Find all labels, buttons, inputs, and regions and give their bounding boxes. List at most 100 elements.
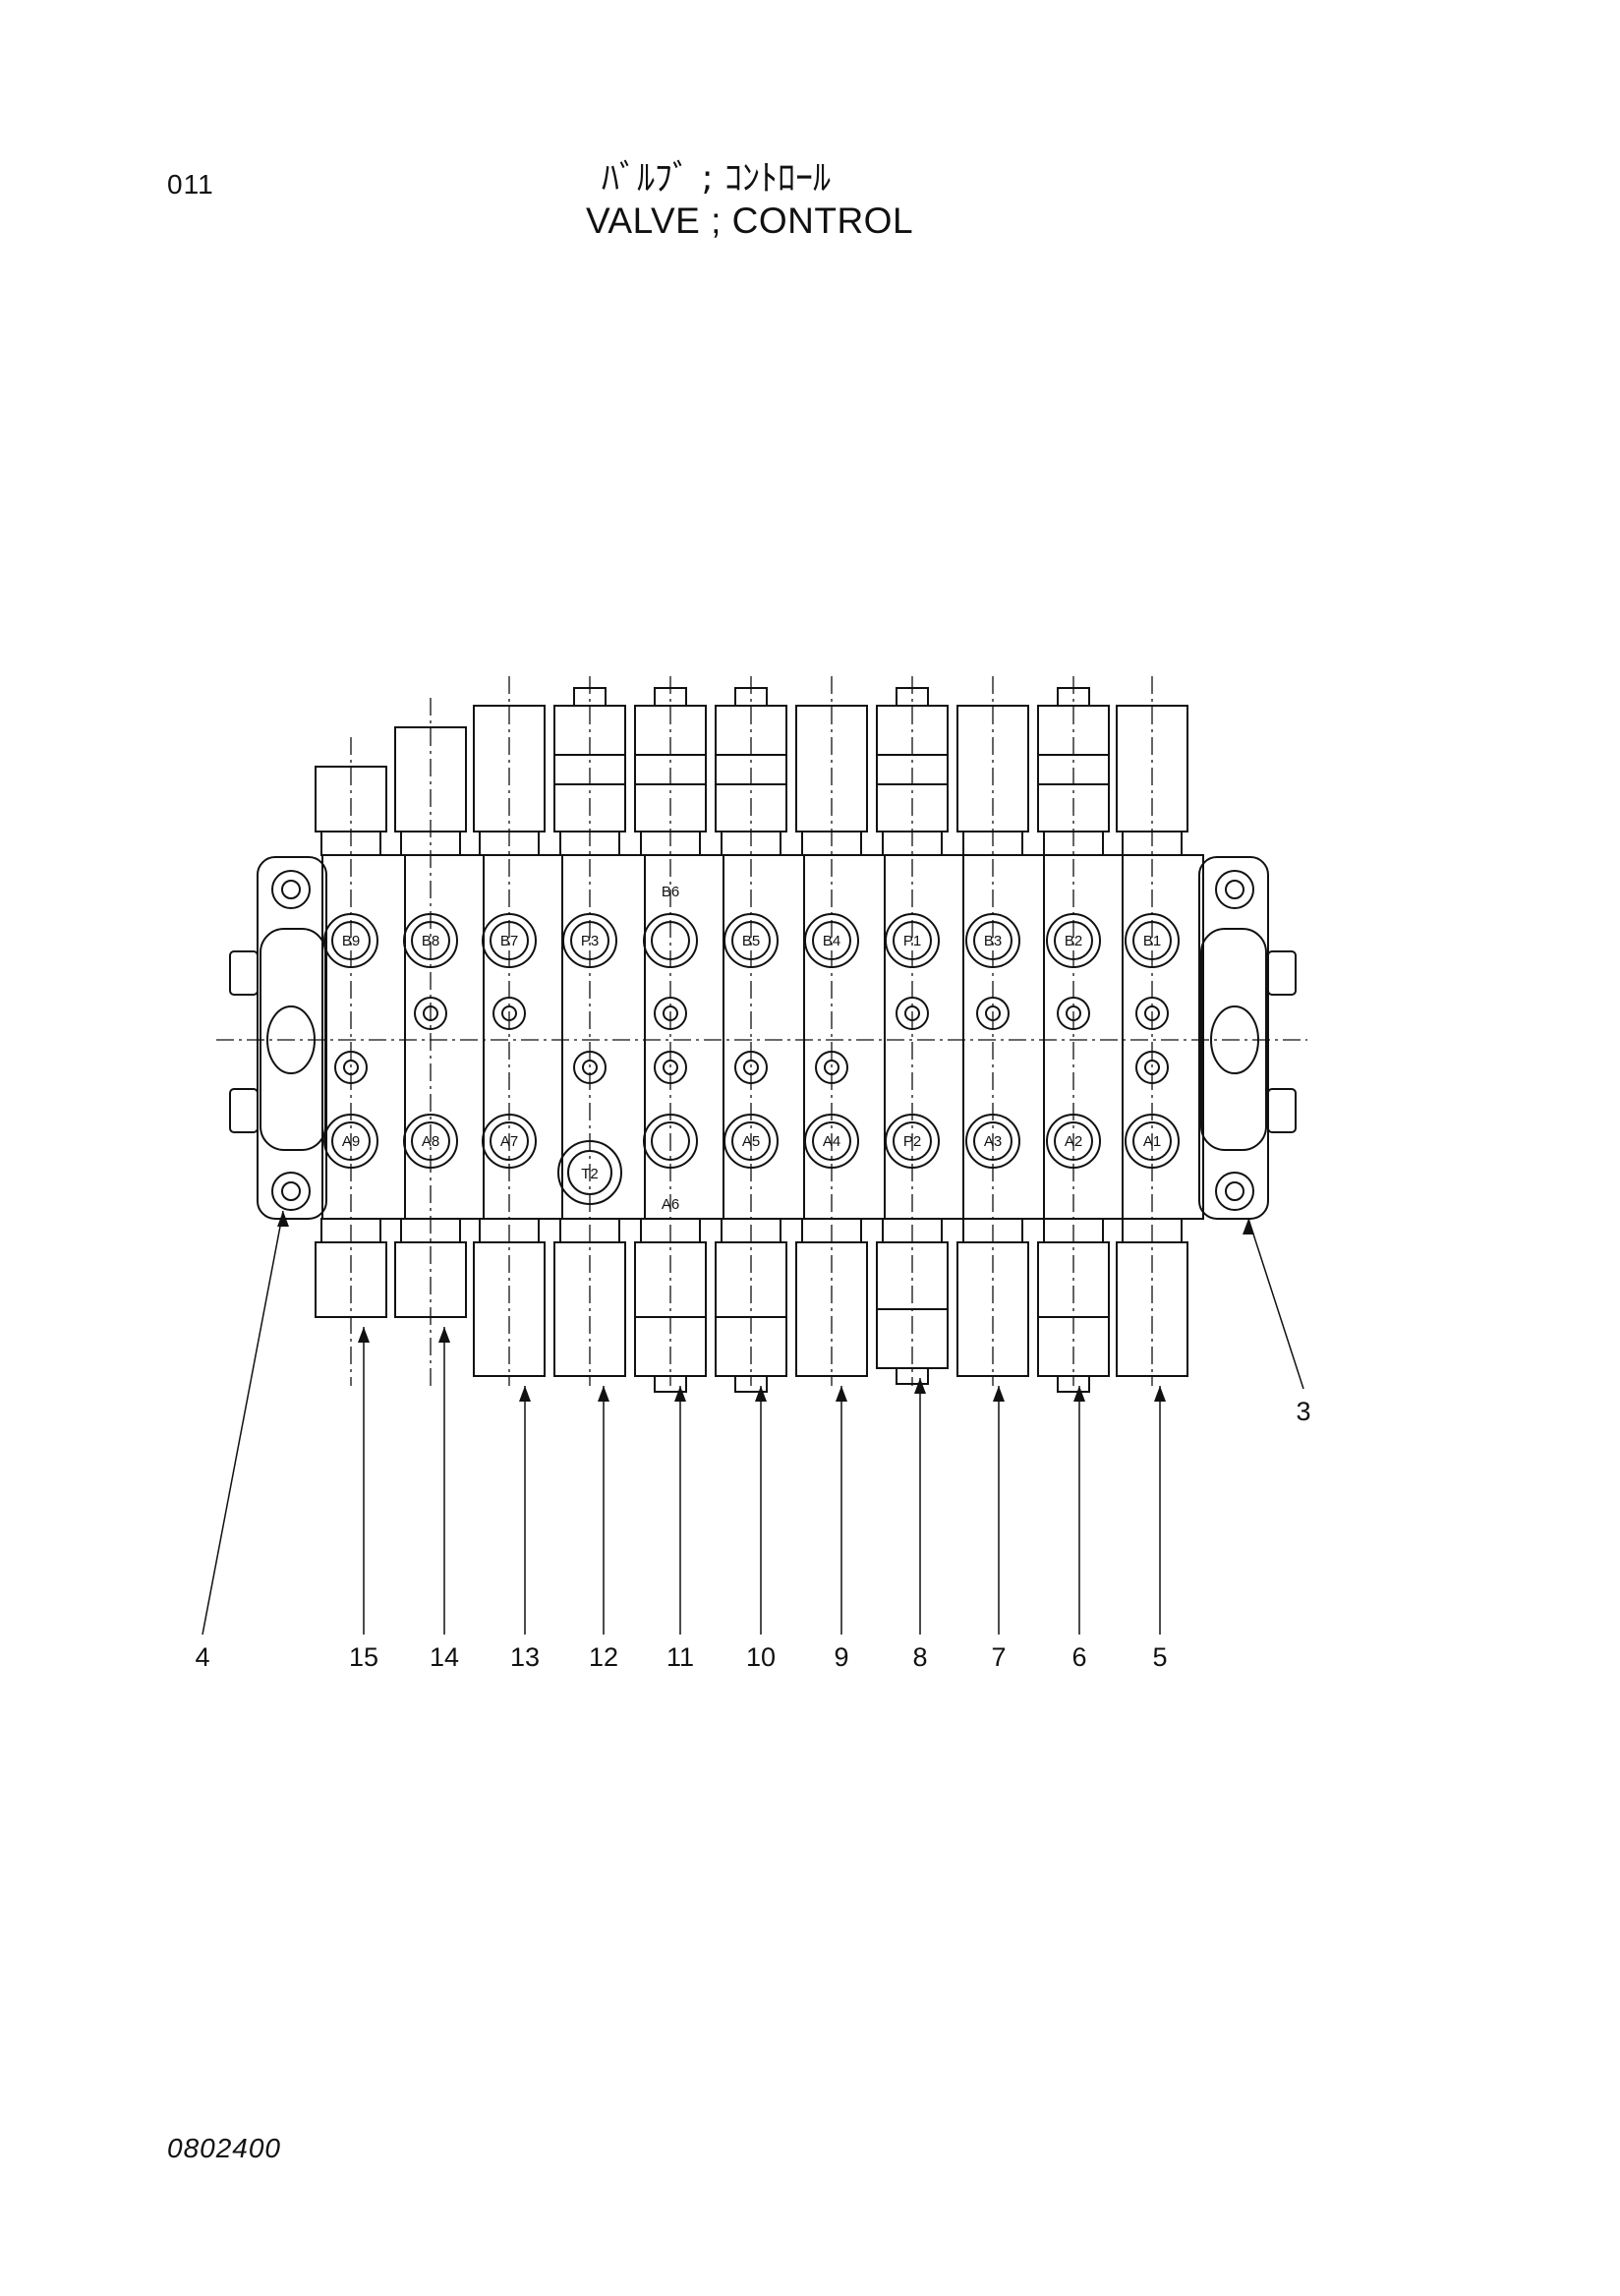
port-top-label: P1 xyxy=(903,933,921,949)
leader-line-3 xyxy=(1247,1218,1304,1390)
spool-cap-base xyxy=(320,1218,381,1243)
port-bottom-outer xyxy=(723,1114,779,1169)
internal-passage-hole xyxy=(654,1051,687,1084)
port-top-label: B2 xyxy=(1065,933,1082,949)
port-top-outer xyxy=(885,913,940,968)
port-t2-label: T2 xyxy=(581,1166,599,1182)
mounting-bolt-hole xyxy=(271,870,311,909)
leader-arrow-14 xyxy=(438,1327,450,1343)
leader-arrow-3 xyxy=(1243,1219,1254,1234)
port-top-label: B3 xyxy=(984,933,1002,949)
leader-line-4 xyxy=(202,1210,284,1636)
callout-number-15: 15 xyxy=(349,1642,378,1672)
port-top-outer xyxy=(804,913,859,968)
port-top-outer xyxy=(403,913,458,968)
port-bottom-label: A2 xyxy=(1065,1133,1082,1150)
mounting-bolt-hole xyxy=(271,1172,311,1211)
relief-valve-nut xyxy=(654,1375,687,1393)
port-bottom-inner xyxy=(731,1121,771,1161)
port-bottom-inner xyxy=(490,1121,529,1161)
mounting-bolt-hole xyxy=(281,880,301,899)
mounting-bolt-hole xyxy=(1225,1181,1244,1201)
port-top-inner xyxy=(651,921,690,960)
relief-valve-nut xyxy=(896,1367,929,1385)
port-top-outer xyxy=(1125,913,1180,968)
port-top-label: B9 xyxy=(342,933,360,949)
port-bottom-outer xyxy=(885,1114,940,1169)
port-bottom-outer xyxy=(804,1114,859,1169)
internal-passage-hole xyxy=(1144,1005,1160,1021)
internal-passage-hole xyxy=(573,1051,607,1084)
port-top-inner xyxy=(812,921,851,960)
callout-number-5: 5 xyxy=(1152,1642,1167,1672)
spool-cap-base xyxy=(559,1218,620,1243)
port-bottom-inner xyxy=(1054,1121,1093,1161)
internal-passage-hole xyxy=(1135,1051,1169,1084)
callout-number-8: 8 xyxy=(912,1642,927,1672)
spool-cap-base xyxy=(479,1218,540,1243)
callout-number-11: 11 xyxy=(666,1642,694,1672)
port-bottom-outer xyxy=(1046,1114,1101,1169)
internal-passage-hole xyxy=(896,997,929,1030)
mounting-bolt-hole xyxy=(1225,880,1244,899)
title-japanese: ﾊﾞﾙﾌﾞ ; ｺﾝﾄﾛｰﾙ xyxy=(602,158,832,199)
port-top-inner xyxy=(1054,921,1093,960)
port-top-label: P3 xyxy=(581,933,599,949)
port-bottom-label: A7 xyxy=(500,1133,518,1150)
mounting-bolt-hole xyxy=(281,1181,301,1201)
leader-arrow-13 xyxy=(519,1386,531,1402)
port-bottom-outer xyxy=(403,1114,458,1169)
port-top-inner xyxy=(331,921,371,960)
spool-cap-base xyxy=(640,1218,701,1243)
page-number: 011 xyxy=(167,169,214,200)
port-t2-outer xyxy=(557,1140,622,1205)
leader-arrow-5 xyxy=(1154,1386,1166,1402)
internal-passage-hole xyxy=(743,1060,759,1075)
port-top-outer xyxy=(723,913,779,968)
port-bottom-label: A1 xyxy=(1143,1133,1161,1150)
port-top-inner xyxy=(731,921,771,960)
port-top-inner xyxy=(973,921,1012,960)
port-top-inner xyxy=(570,921,609,960)
leader-arrow-15 xyxy=(358,1327,370,1343)
internal-passage-hole xyxy=(976,997,1010,1030)
leader-arrow-10 xyxy=(755,1386,767,1402)
port-top-label: B7 xyxy=(500,933,518,949)
port-bottom-inner xyxy=(893,1121,932,1161)
port-top-outer xyxy=(643,913,698,968)
port-bottom-inner xyxy=(651,1121,690,1161)
callout-number-10: 10 xyxy=(746,1642,776,1672)
port-top-outer xyxy=(562,913,617,968)
port-a6-label: A6 xyxy=(662,1196,679,1213)
port-t2-inner xyxy=(567,1150,612,1195)
leader-arrow-9 xyxy=(836,1386,847,1402)
callout-number-7: 7 xyxy=(991,1642,1006,1672)
mounting-bolt-hole xyxy=(1215,1172,1254,1211)
end-cover-right xyxy=(1198,856,1269,1220)
port-top-outer xyxy=(965,913,1020,968)
port-top-outer xyxy=(323,913,378,968)
port-bottom-inner xyxy=(1132,1121,1172,1161)
port-bottom-outer xyxy=(482,1114,537,1169)
port-bottom-outer xyxy=(323,1114,378,1169)
internal-passage-hole xyxy=(815,1051,848,1084)
port-bottom-inner xyxy=(973,1121,1012,1161)
spool-cap-base xyxy=(962,1218,1023,1243)
callout-number-6: 6 xyxy=(1071,1642,1086,1672)
port-bottom-label: A3 xyxy=(984,1133,1002,1150)
port-top-outer xyxy=(1046,913,1101,968)
port-bottom-outer xyxy=(965,1114,1020,1169)
callout-number-9: 9 xyxy=(834,1642,848,1672)
port-bottom-label: P2 xyxy=(903,1133,921,1150)
port-bottom-inner xyxy=(331,1121,371,1161)
port-b6-label: B6 xyxy=(662,884,679,900)
callout-number-13: 13 xyxy=(510,1642,540,1672)
side-plug xyxy=(1267,950,1297,996)
port-top-outer xyxy=(482,913,537,968)
callout-number-3: 3 xyxy=(1296,1397,1310,1426)
port-top-label: B4 xyxy=(823,933,840,949)
port-top-inner xyxy=(1132,921,1172,960)
internal-passage-hole xyxy=(663,1060,678,1075)
